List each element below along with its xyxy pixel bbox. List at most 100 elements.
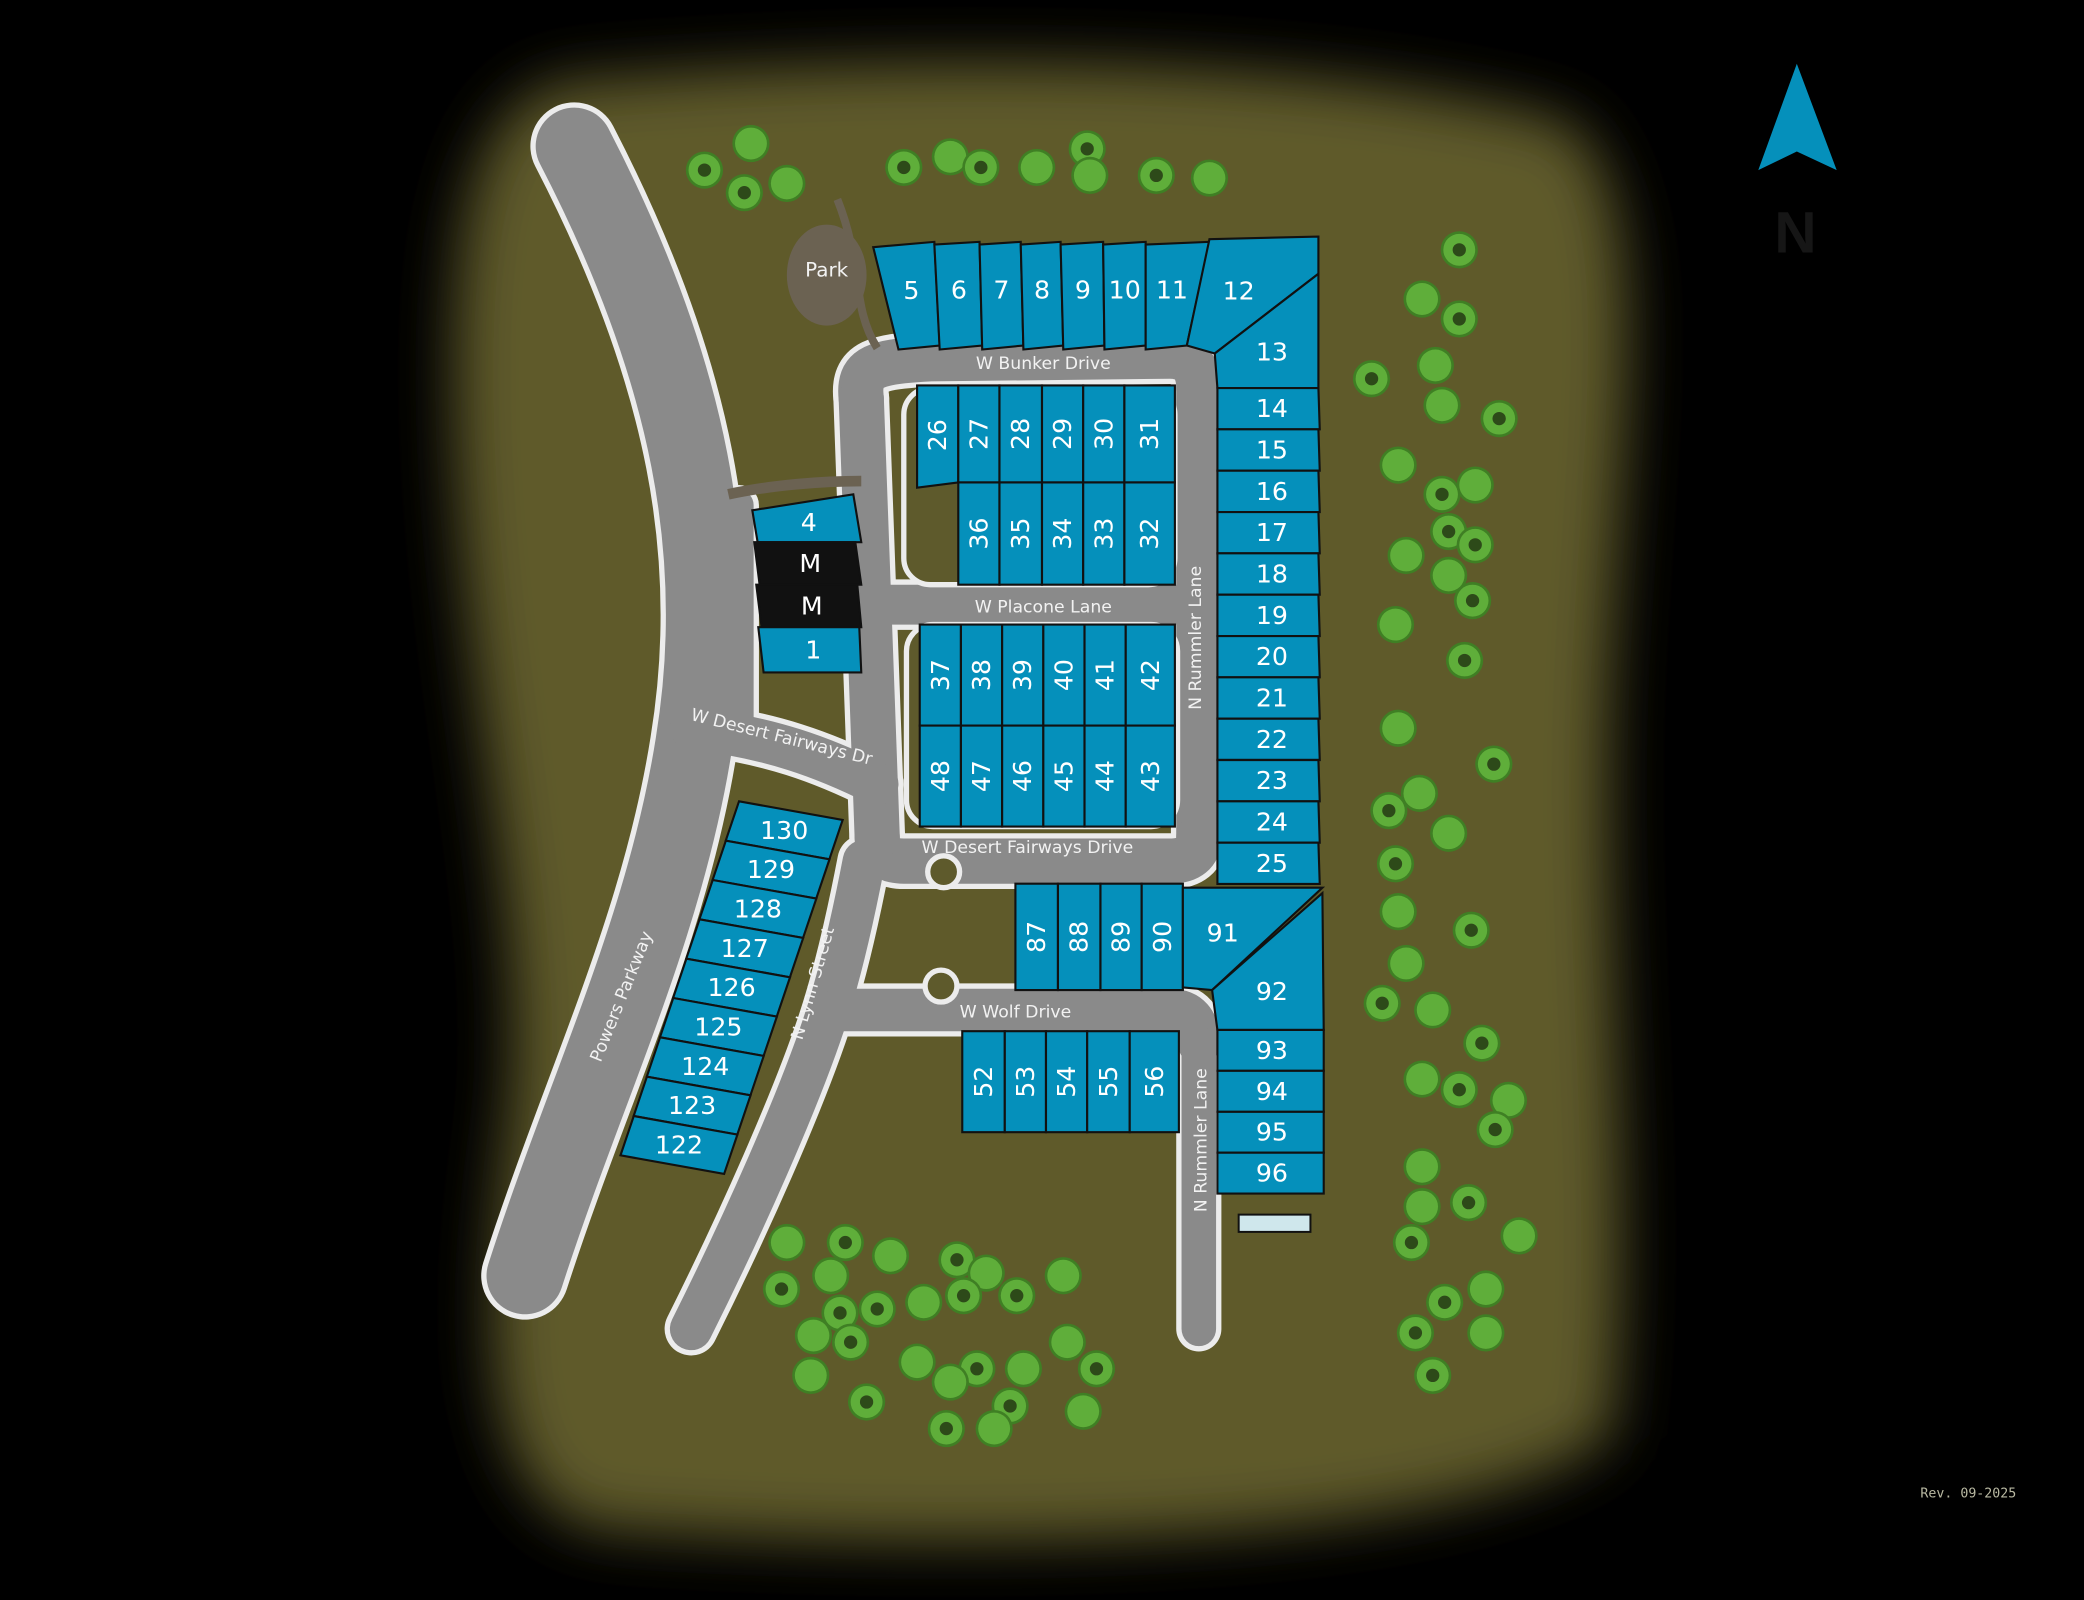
lot-number: 129 (747, 855, 795, 884)
lot-48[interactable]: 48 (918, 724, 962, 828)
lot-23[interactable]: 23 (1216, 758, 1321, 803)
lot-45[interactable]: 45 (1042, 724, 1086, 828)
lot-46[interactable]: 46 (1001, 724, 1045, 828)
tree-icon (821, 1294, 859, 1332)
lot-number: 1 (805, 635, 821, 664)
lot-20[interactable]: 20 (1216, 634, 1321, 679)
lot-42[interactable]: 42 (1124, 623, 1176, 727)
lot-28[interactable]: 28 (998, 384, 1044, 484)
lot-22[interactable]: 22 (1216, 717, 1321, 762)
lot-24[interactable]: 24 (1216, 800, 1321, 844)
lot-number: 124 (681, 1052, 729, 1081)
lot-31[interactable]: 31 (1123, 384, 1176, 484)
lot-number: 48 (926, 760, 955, 792)
lot-93[interactable]: 93 (1216, 1028, 1325, 1072)
lot-34[interactable]: 34 (1040, 481, 1085, 586)
lot-126[interactable]: 126 (671, 957, 792, 1018)
lot-56[interactable]: 56 (1128, 1030, 1180, 1134)
lot-35[interactable]: 35 (998, 481, 1044, 586)
lot-16[interactable]: 16 (1216, 469, 1321, 514)
lot-122[interactable]: 122 (619, 1114, 739, 1176)
lot-95[interactable]: 95 (1216, 1110, 1325, 1154)
lot-30[interactable]: 30 (1082, 384, 1126, 484)
model-home-lot[interactable]: M (753, 541, 863, 586)
model-home-lot[interactable]: M (755, 583, 863, 629)
lot-129[interactable]: 129 (711, 839, 831, 900)
lot-130[interactable]: 130 (724, 800, 845, 861)
tree-icon (1363, 984, 1401, 1022)
tree-icon (847, 1383, 886, 1421)
lot-number: 95 (1256, 1118, 1288, 1147)
lot-125[interactable]: 125 (658, 996, 779, 1058)
lot-37[interactable]: 37 (918, 623, 962, 727)
lot-94[interactable]: 94 (1216, 1069, 1325, 1113)
lot-32[interactable]: 32 (1123, 481, 1176, 586)
lot-18[interactable]: 18 (1216, 552, 1321, 596)
lot-53[interactable]: 53 (1003, 1030, 1048, 1134)
lot-1[interactable]: 1 (757, 626, 863, 674)
lot-number: 96 (1256, 1159, 1288, 1188)
lot-90[interactable]: 90 (1140, 882, 1184, 992)
lot-number: 28 (1006, 418, 1035, 450)
lot-44[interactable]: 44 (1083, 724, 1127, 828)
lot-number: 92 (1256, 977, 1288, 1006)
lot-13[interactable]: 13 (1213, 271, 1320, 390)
lot-10[interactable]: 10 (1102, 240, 1147, 351)
lot-25[interactable]: 25 (1216, 841, 1321, 886)
lot-6[interactable]: 6 (933, 240, 984, 351)
lot-number: 15 (1256, 435, 1288, 464)
lot-54[interactable]: 54 (1044, 1030, 1089, 1134)
north-arrow-icon: N (1758, 63, 1837, 265)
lot-number: 13 (1256, 338, 1288, 367)
tree-icon (1004, 1350, 1042, 1388)
lot-number: 125 (694, 1012, 742, 1041)
lot-124[interactable]: 124 (645, 1036, 766, 1097)
lot-91[interactable]: 91 (1181, 886, 1326, 992)
lot-43[interactable]: 43 (1124, 724, 1176, 828)
tree-icon (1449, 1184, 1488, 1222)
lot-27[interactable]: 27 (957, 384, 1001, 484)
lot-number: 8 (1034, 276, 1050, 305)
tree-icon (1370, 792, 1408, 830)
road-label-bunker: W Bunker Drive (976, 354, 1111, 374)
lot-39[interactable]: 39 (1001, 623, 1045, 727)
lot-14[interactable]: 14 (1216, 386, 1321, 431)
lot-89[interactable]: 89 (1099, 882, 1143, 992)
lot-127[interactable]: 127 (684, 918, 805, 979)
lot-96[interactable]: 96 (1216, 1151, 1325, 1195)
lot-8[interactable]: 8 (1019, 240, 1065, 351)
lot-92[interactable]: 92 (1210, 890, 1325, 1031)
lot-87[interactable]: 87 (1014, 882, 1060, 992)
lot-88[interactable]: 88 (1056, 882, 1102, 992)
lot-55[interactable]: 55 (1086, 1030, 1131, 1134)
lot-38[interactable]: 38 (959, 623, 1004, 727)
lot-21[interactable]: 21 (1216, 676, 1321, 720)
lot-17[interactable]: 17 (1216, 510, 1321, 555)
park-area[interactable] (786, 224, 867, 326)
lot-52[interactable]: 52 (961, 1030, 1006, 1134)
lot-33[interactable]: 33 (1082, 481, 1126, 586)
lot-7[interactable]: 7 (978, 240, 1025, 351)
road-label-rummler-lower: N Rummler Lane (1191, 1068, 1211, 1212)
lot-19[interactable]: 19 (1216, 593, 1321, 638)
tree-icon (905, 1283, 943, 1321)
park[interactable]: Park (727, 197, 881, 500)
lot-15[interactable]: 15 (1216, 428, 1321, 472)
lot-number: 37 (926, 659, 955, 691)
lot-number: 18 (1256, 559, 1288, 588)
lot-41[interactable]: 41 (1083, 623, 1127, 727)
lot-47[interactable]: 47 (959, 724, 1004, 828)
road-label-rummler-upper: N Rummler Lane (1186, 566, 1206, 710)
lot-29[interactable]: 29 (1040, 384, 1085, 484)
lot-26[interactable]: 26 (916, 384, 960, 489)
tree-icon (1403, 280, 1441, 318)
lot-40[interactable]: 40 (1042, 623, 1086, 727)
lot-number: 14 (1256, 394, 1288, 423)
lot-9[interactable]: 9 (1059, 240, 1106, 351)
tree-icon (1018, 148, 1056, 187)
lot-36[interactable]: 36 (957, 481, 1001, 586)
lot-4[interactable]: 4 (751, 493, 863, 544)
lot-number: 9 (1075, 276, 1091, 305)
tree-icon (1467, 1270, 1505, 1308)
